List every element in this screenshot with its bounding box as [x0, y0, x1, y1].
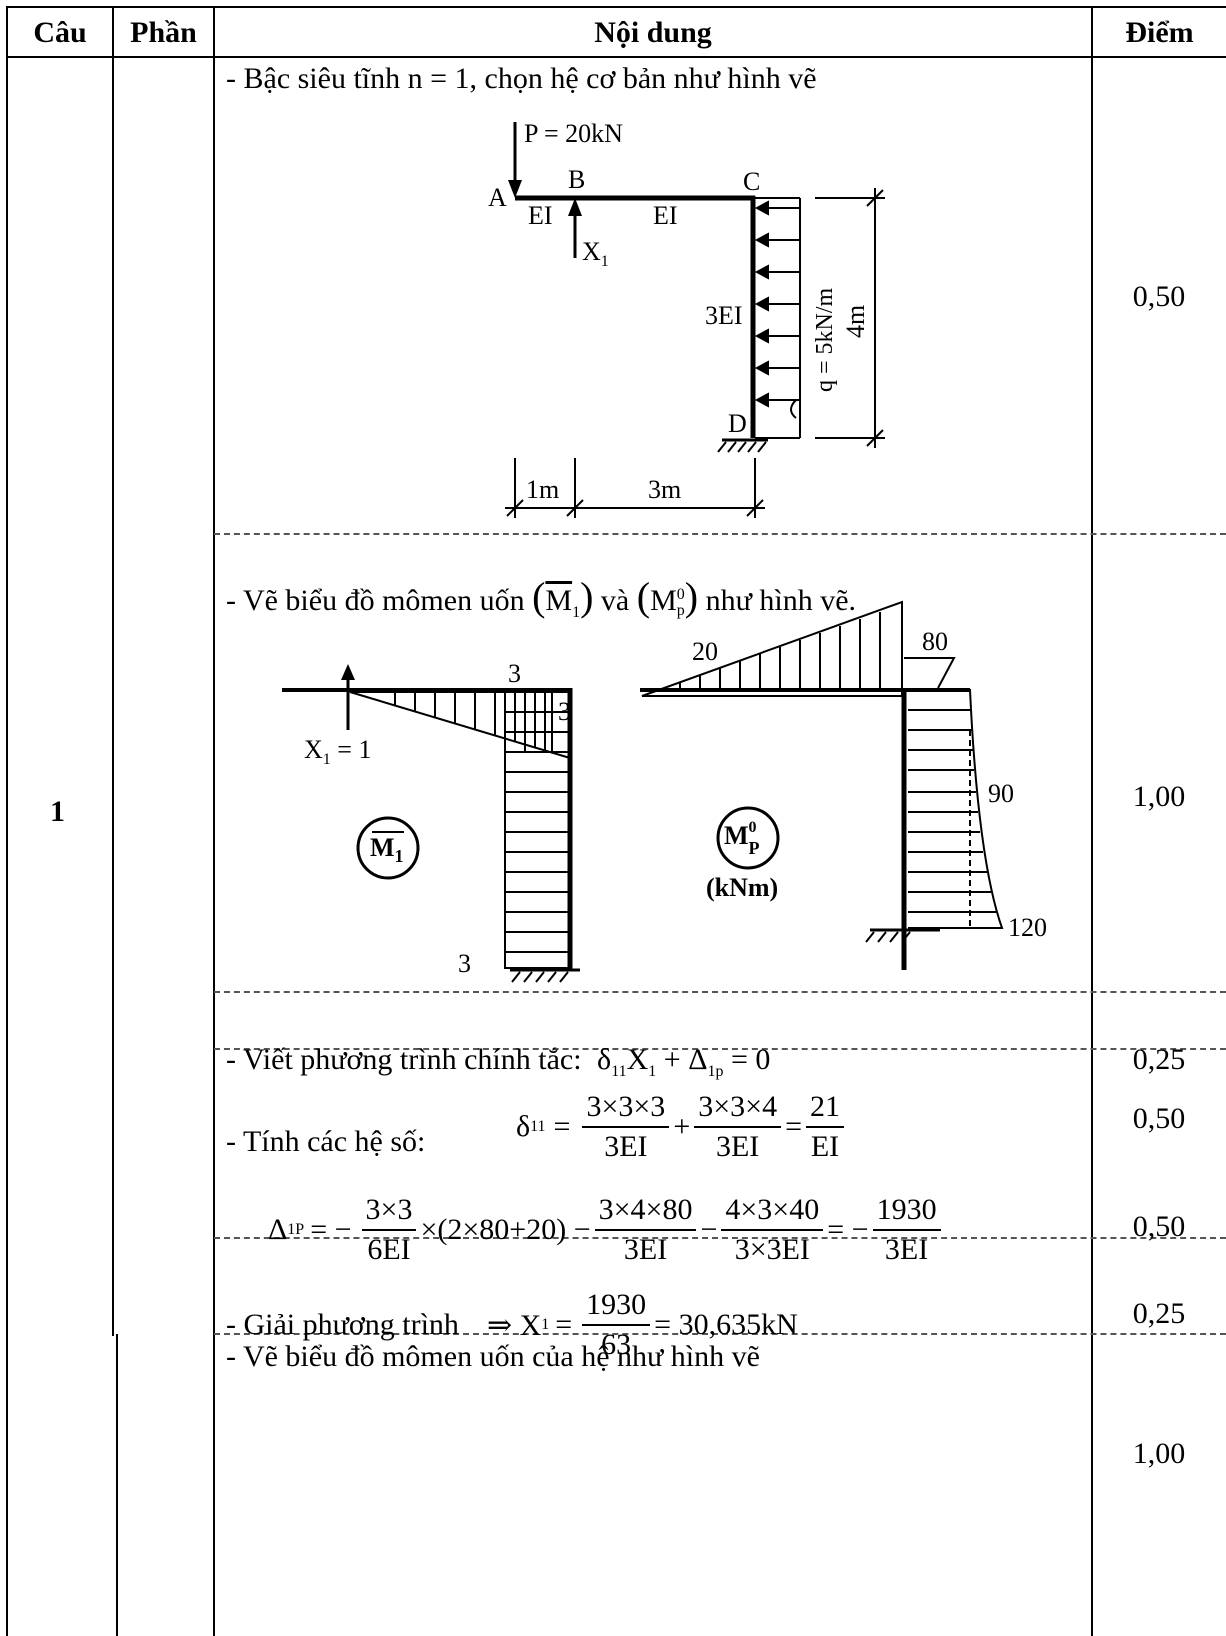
row3-score: 0,25 [1132, 1043, 1186, 1076]
row6-text: - Vẽ biểu đồ mômen uốn của hệ như hình v… [226, 1340, 760, 1373]
row4-text: - Tính các hệ số: [226, 1125, 426, 1158]
question-number: 1 [50, 795, 65, 828]
header-phan: Phần [130, 16, 197, 49]
row2-text-b: và [600, 584, 630, 617]
fig1-load-p: P = 20kN [524, 119, 623, 148]
row2-ref-mp-sub: p [676, 602, 685, 620]
col-divider-cau-phan-lower [116, 1334, 118, 1636]
fig1-label-b: B [568, 165, 585, 194]
table-left-border [6, 6, 8, 1636]
m1-label-bottom: 3 [458, 949, 471, 978]
col-divider-noidung-diem [1091, 6, 1093, 1636]
row-divider-4 [214, 1237, 1226, 1239]
row4-score-b: 0,50 [1132, 1210, 1186, 1243]
col-divider-phan-noidung [213, 6, 215, 1636]
row2-ref-m1-sym: M [545, 584, 573, 617]
header-noi-dung: Nội dung [594, 16, 712, 49]
fig1-ei-3: 3EI [705, 301, 743, 330]
row5-label: - Giải phương trình [226, 1308, 459, 1341]
row2-ref-m1: ( [532, 574, 546, 619]
mp-label-90: 90 [988, 779, 1014, 808]
fig1-ei-1: EI [528, 201, 553, 230]
row-divider-1 [214, 533, 1226, 535]
mp-unit: (kNm) [706, 873, 778, 902]
row3-label: - Viết phương trình chính tắc: [226, 1043, 582, 1076]
row-divider-5 [214, 1333, 1226, 1335]
row1-text: - Bậc siêu tĩnh n = 1, chọn hệ cơ bản nh… [226, 62, 817, 95]
fig1-x1: X1 [582, 237, 609, 270]
fig1-dim-4m: 4m [841, 305, 870, 338]
fig1-label-c: C [743, 167, 760, 196]
row1-score: 0,50 [1132, 280, 1186, 313]
row2-ref-mp-sup: 0 [676, 586, 685, 604]
row2-text-c: như hình vẽ. [705, 584, 857, 617]
fig1-dim-1m: 1m [526, 475, 559, 504]
m1-x1-label: X1 = 1 [304, 735, 371, 768]
header-bottom-border [6, 56, 1226, 58]
m1-label-top: 3 [508, 659, 521, 688]
fig1-q-label: q = 5kN/m [812, 287, 838, 392]
row-divider-2 [214, 991, 1226, 993]
m1-label-right: 3 [558, 697, 571, 726]
header-diem: Điểm [1125, 16, 1194, 49]
row2-text-a: - Vẽ biểu đồ mômen uốn [226, 584, 525, 617]
fig1-dim-3m: 3m [648, 475, 681, 504]
col-divider-cau-phan [112, 6, 114, 1336]
row5-score: 0,25 [1132, 1297, 1186, 1330]
row4-score-a: 0,50 [1132, 1102, 1186, 1135]
row2-ref-mp-sym: M [650, 584, 677, 617]
fig1-label-a: A [488, 183, 507, 212]
row6-score: 1,00 [1132, 1437, 1186, 1470]
fig-m1-diagram: X1 = 1 3 3 3 M1 [282, 659, 580, 983]
fig-basic-system: P = 20kN A B C EI EI 3EI D X1 q = 5kN/m … [488, 119, 885, 518]
header-cau: Câu [33, 16, 87, 49]
mp-label-80: 80 [922, 627, 948, 656]
row2-score: 1,00 [1132, 780, 1186, 813]
m1-circle-label: M1 [370, 833, 404, 866]
canonical-eq: δ11X1 + Δ1p = 0 [597, 1043, 771, 1080]
mp-label-20: 20 [692, 637, 718, 666]
row-divider-3 [214, 1048, 1226, 1050]
fig1-q-arrows [754, 200, 800, 408]
mp-label-120: 120 [1008, 913, 1047, 942]
table-top-border [6, 6, 1226, 8]
row3-text: - Viết phương trình chính tắc: δ11X1 + Δ… [226, 1043, 770, 1081]
fig1-ei-2: EI [653, 201, 678, 230]
fig1-label-d: D [728, 409, 747, 438]
row2-ref-m1-sub: 1 [572, 604, 581, 621]
